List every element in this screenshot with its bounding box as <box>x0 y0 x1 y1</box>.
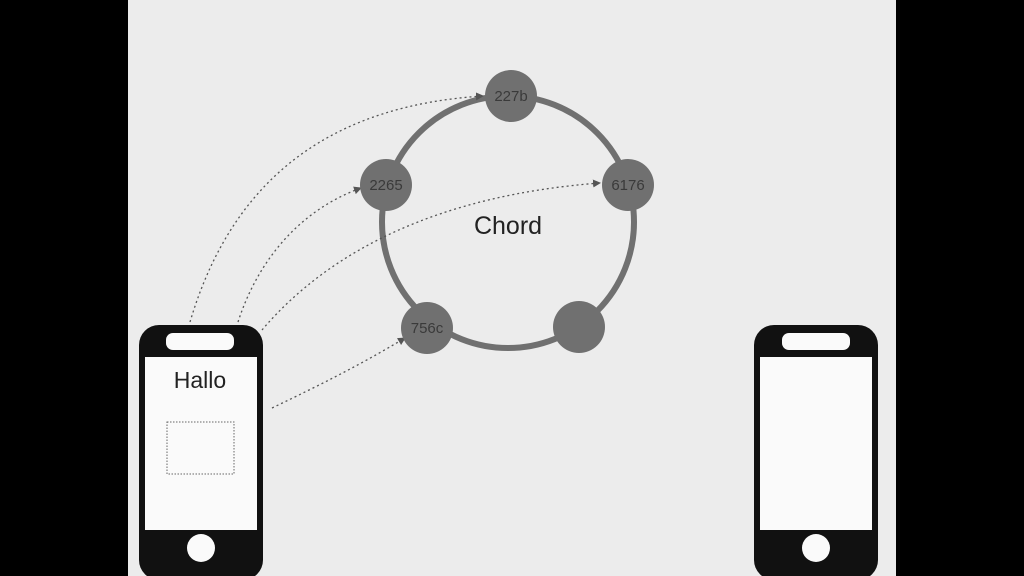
phone-speaker <box>166 333 234 350</box>
lookup-arrows <box>189 92 601 409</box>
arrow-to-2265 <box>237 186 362 323</box>
node-6176[interactable]: 6176 <box>602 159 654 211</box>
node-label: 6176 <box>611 177 644 194</box>
phone-screen <box>760 357 872 530</box>
node-label: 227b <box>494 88 527 105</box>
arrow-to-6176 <box>261 179 601 331</box>
arrow-to-227b <box>189 92 484 323</box>
phone-left: Hallo <box>139 325 263 576</box>
phone-message: Hallo <box>174 367 226 393</box>
phone-right <box>754 325 878 576</box>
phone-speaker <box>782 333 850 350</box>
node-label: 2265 <box>369 177 402 194</box>
node-227b[interactable]: 227b <box>485 70 537 122</box>
phone-home-button <box>187 534 215 562</box>
ring-label: Chord <box>474 212 542 240</box>
image-placeholder <box>166 421 235 475</box>
node-unlabeled[interactable] <box>553 301 605 353</box>
node-2265[interactable]: 2265 <box>360 159 412 211</box>
phone-home-button <box>802 534 830 562</box>
phone-screen <box>145 357 257 530</box>
arrow-to-756c <box>271 337 406 409</box>
node-label: 756c <box>411 320 444 337</box>
node-756c[interactable]: 756c <box>401 302 453 354</box>
